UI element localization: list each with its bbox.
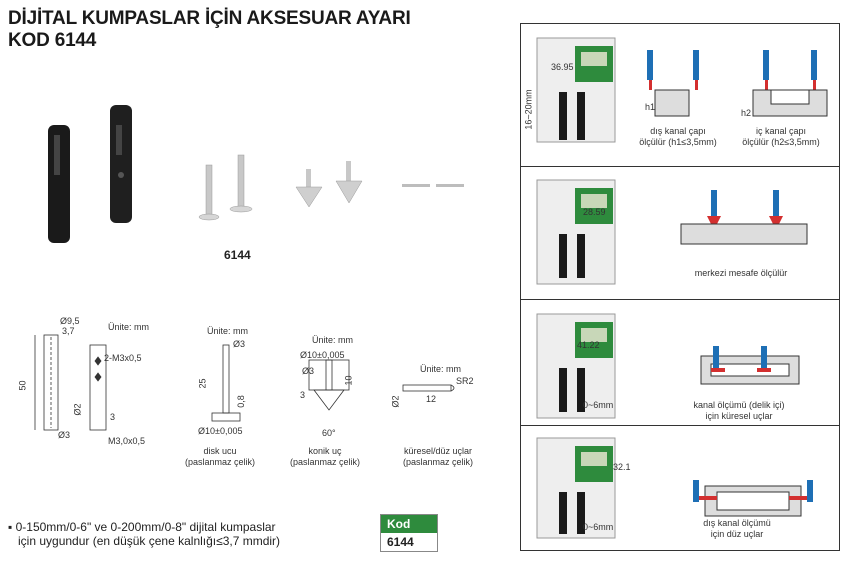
page-title: DİJİTAL KUMPASLAR İÇİN AKSESUAR AYARI KO… (8, 8, 411, 52)
holder-d3: Ø3 (58, 430, 71, 440)
disk-thk: 0,8 (235, 395, 246, 408)
disk-len: 25 (197, 378, 208, 389)
spherical-unit: Ünite: mm (420, 364, 462, 374)
panel-1-illustration (536, 37, 828, 143)
panel-1-left-caption-1: dış kanal çapı (650, 126, 706, 136)
product-code-label: 6144 (224, 248, 251, 262)
panel-3-caption-1: kanal ölçümü (delik içi) (693, 400, 785, 410)
holder-thread1: 2-M3x0,5 (104, 353, 142, 363)
code-table-value: 6144 (381, 533, 437, 551)
panel-3-range: 0~6mm (583, 400, 614, 410)
panel-divider-3 (521, 425, 839, 426)
holder-d1: Ø9,5 (60, 316, 80, 326)
disk-unit: Ünite: mm (207, 326, 249, 336)
compatibility-note: ▪ 0-150mm/0-6" ve 0-200mm/0-8" dijital k… (8, 520, 280, 548)
conical-caption-2: (paslanmaz çelik) (289, 457, 361, 467)
conical-caption-1: konik uç (308, 446, 342, 456)
title-line-2: KOD 6144 (8, 30, 97, 51)
panel-1-range: 16~20mm (523, 89, 534, 130)
code-table-header: Kod (381, 515, 437, 533)
panel-2-illustration (536, 179, 808, 285)
disk-caption-1: disk ucu (203, 446, 237, 456)
spherical-len: 12 (426, 394, 437, 404)
panel-3-caption-2: için küresel uçlar (705, 411, 773, 421)
holder-length: 50 (17, 380, 28, 391)
conical-h2: 10 (343, 375, 354, 386)
holder-thread2: M3,0x0,5 (108, 436, 146, 446)
panel-divider-1 (521, 166, 839, 167)
panel-1-right-caption-1: iç kanal çapı (755, 126, 807, 136)
disk-caption-2: (paslanmaz çelik) (184, 457, 256, 467)
holder-d5: 3 (110, 412, 116, 422)
panel-2-display: 28.59 (583, 207, 606, 217)
conical-unit: Ünite: mm (312, 335, 354, 345)
disk-d-top: Ø3 (233, 339, 246, 349)
code-table: Kod 6144 (380, 514, 438, 552)
conical-angle: 60° (322, 428, 336, 438)
panel-1-display: 36.95 (551, 62, 574, 72)
conical-d-top: Ø10±0,005 (300, 350, 345, 360)
spherical-caption-1: küresel/düz uçlar (403, 446, 473, 456)
panel-4-illustration (536, 437, 813, 539)
panel-1-h2: h2 (741, 108, 752, 118)
panel-2-caption: merkezi mesafe ölçülür (694, 268, 788, 278)
holder-d2: 3,7 (62, 326, 75, 336)
conical-d-stem: Ø3 (302, 366, 315, 376)
spherical-caption-2: (paslanmaz çelik) (402, 457, 474, 467)
usage-panel: 36.95 16~20mm h1 h2 dış kanal çapı ölçül… (520, 23, 840, 551)
panel-3-display: 41.22 (577, 340, 600, 350)
spherical-d: Ø2 (390, 395, 401, 408)
title-line-1: DİJİTAL KUMPASLAR İÇİN AKSESUAR AYARI (8, 8, 411, 29)
holder-unit: Ünite: mm (108, 322, 150, 332)
panel-1-left-caption-2: ölçülür (h1≤3,5mm) (639, 137, 717, 147)
panel-divider-2 (521, 299, 839, 300)
panel-4-display: 32.1 (613, 462, 631, 472)
panel-3-illustration (536, 313, 800, 419)
bullet-line-1: ▪ 0-150mm/0-6" ve 0-200mm/0-8" dijital k… (8, 520, 276, 534)
panel-4-range: 0~6mm (583, 522, 614, 532)
product-photo (48, 105, 464, 243)
technical-drawings (34, 334, 455, 431)
panel-4-caption-2: için düz uçlar (710, 529, 764, 539)
panel-1-right-caption-2: ölçülür (h2≤3,5mm) (742, 137, 820, 147)
disk-d-base: Ø10±0,005 (198, 426, 243, 436)
spherical-sr: SR2 (456, 376, 474, 386)
conical-h1: 3 (300, 390, 306, 400)
holder-d4: Ø2 (72, 403, 83, 416)
panel-4-caption-1: dış kanal ölçümü (703, 518, 771, 528)
bullet-line-2: için uygundur (en düşük çene kalnlığı≤3,… (18, 534, 281, 548)
panel-1-h1: h1 (645, 102, 656, 112)
